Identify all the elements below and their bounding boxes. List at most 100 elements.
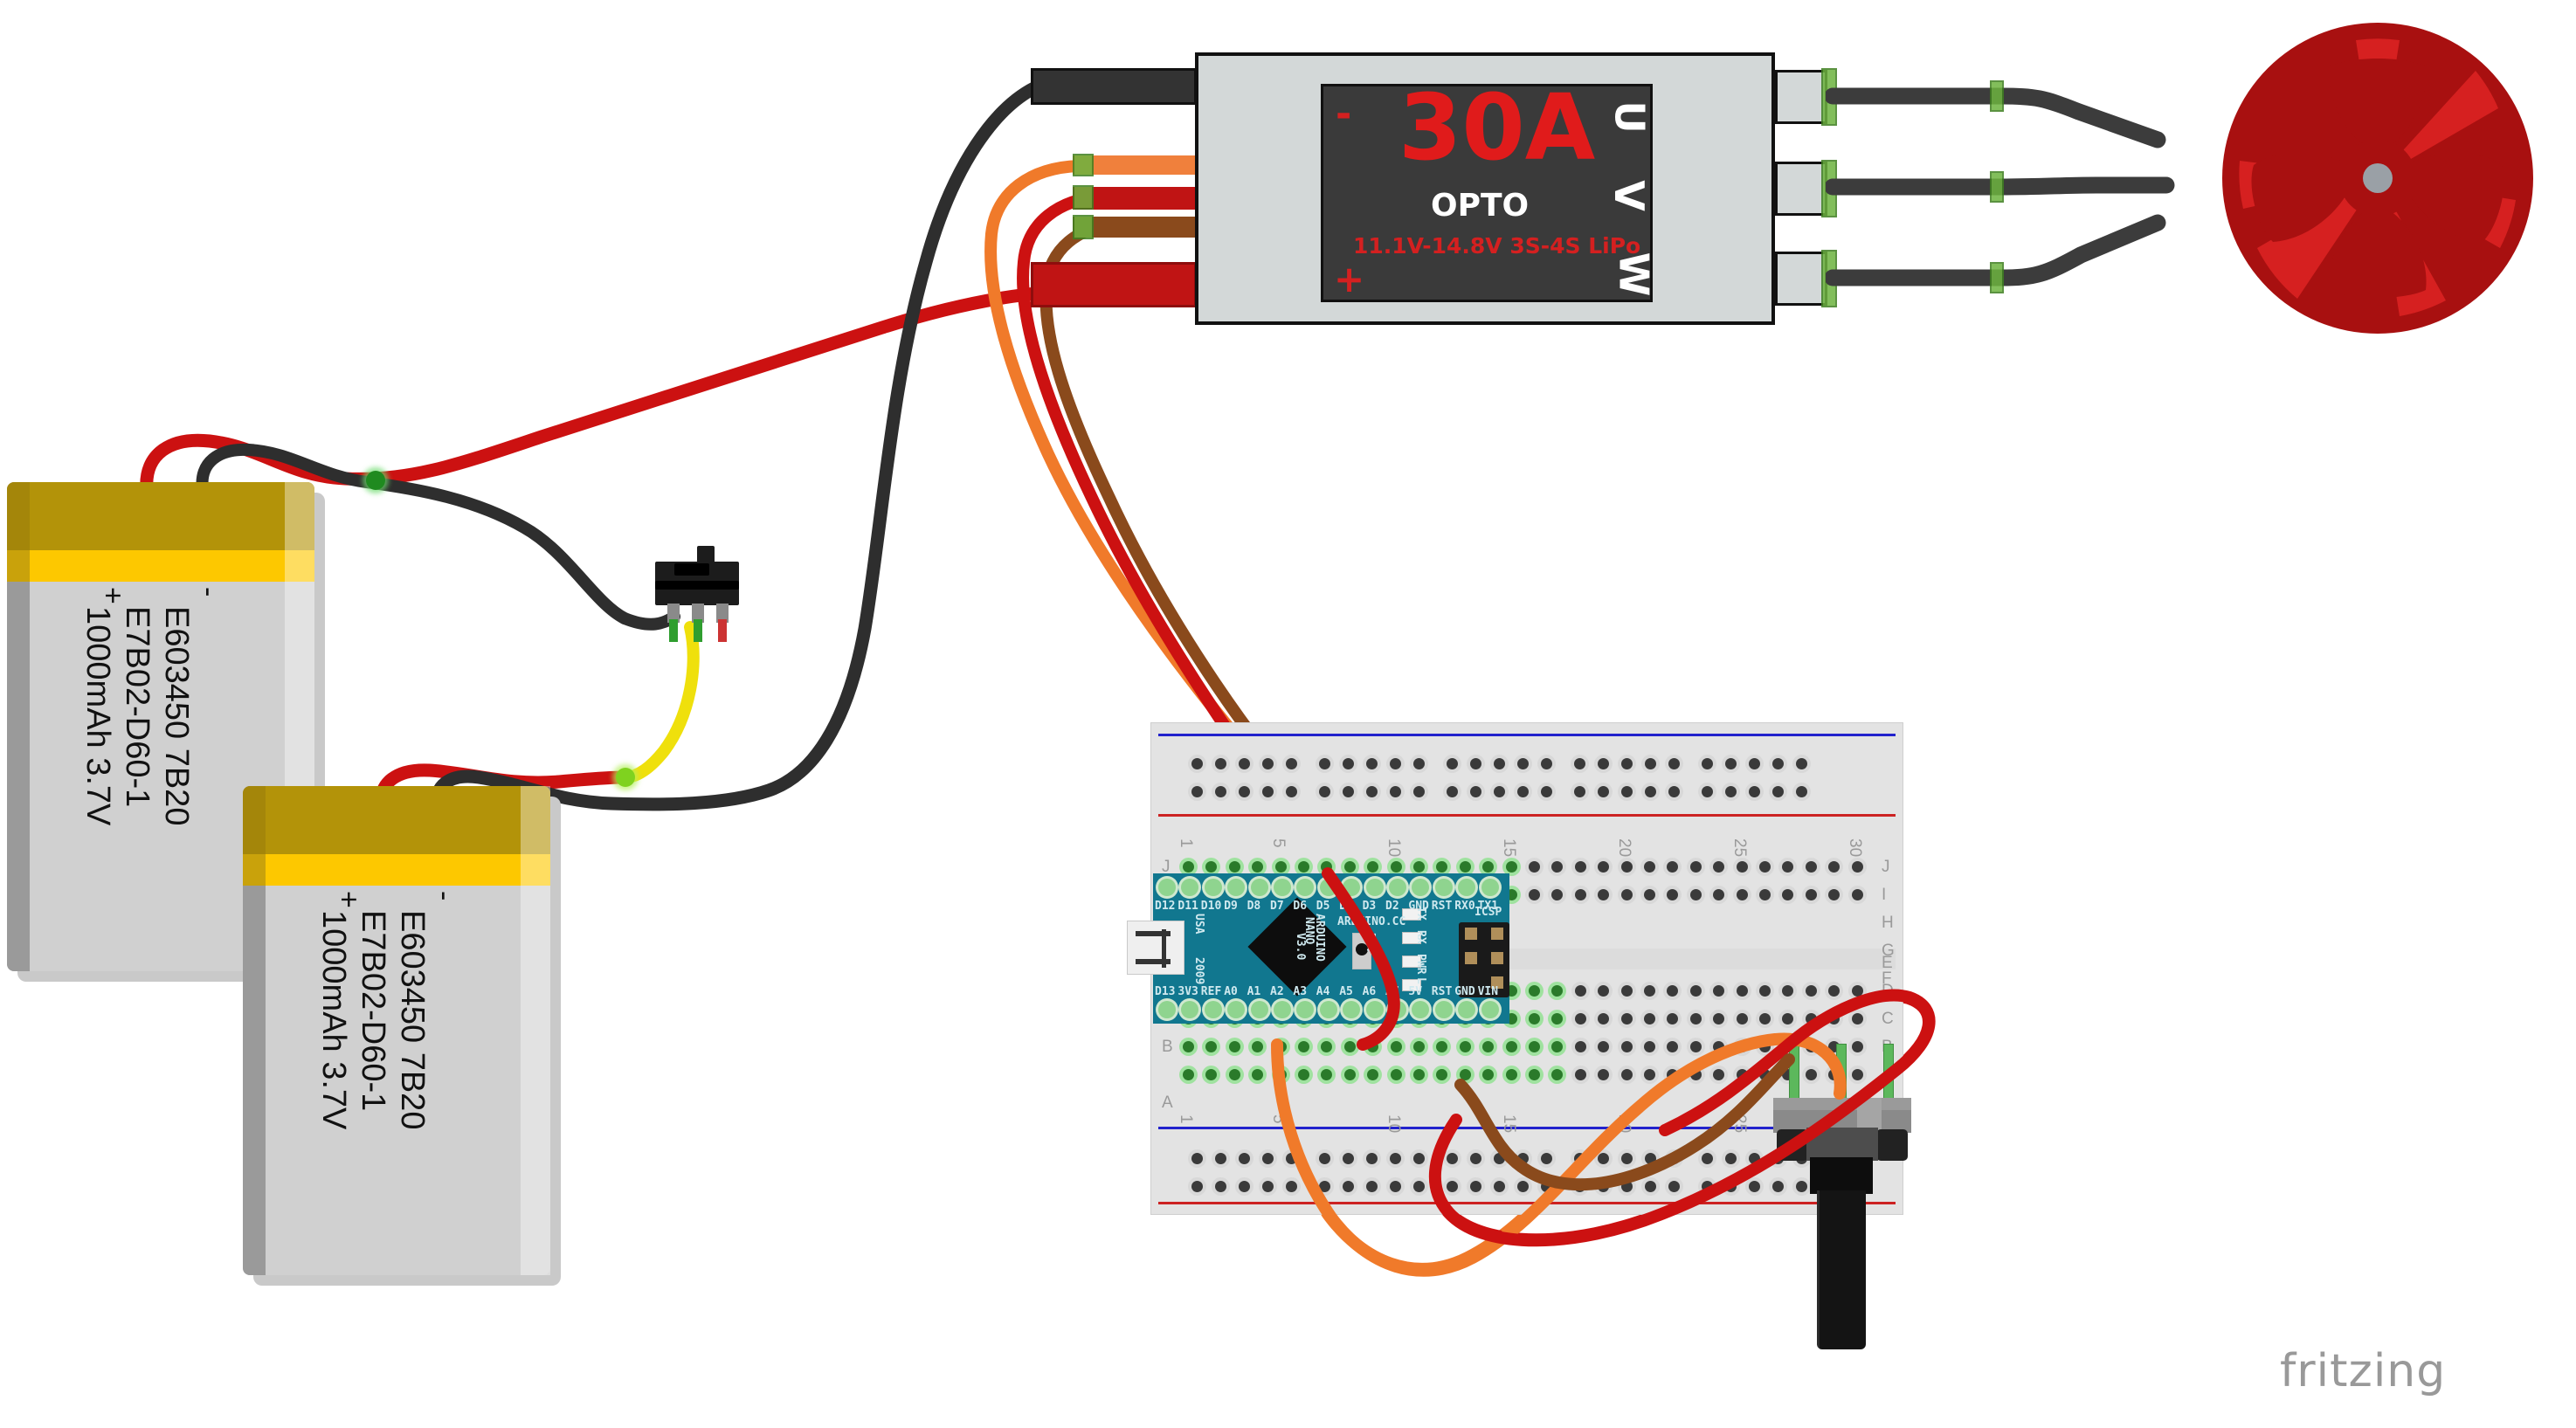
breadboard-hole-bottom[interactable] <box>1343 1041 1356 1052</box>
breadboard-hole-top[interactable] <box>1620 889 1633 900</box>
junction-battery2-positive[interactable] <box>616 768 635 787</box>
breadboard-rail-hole[interactable] <box>1319 758 1330 769</box>
breadboard-hole-top[interactable] <box>1713 889 1725 900</box>
breadboard-rail-hole[interactable] <box>1413 1153 1425 1164</box>
breadboard-hole-top[interactable] <box>1551 861 1564 873</box>
breadboard-hole-bottom[interactable] <box>1713 985 1725 997</box>
breadboard-hole-bottom[interactable] <box>1644 985 1655 997</box>
breadboard-rail-hole[interactable] <box>1494 786 1505 797</box>
breadboard-rail-hole[interactable] <box>1621 1153 1633 1164</box>
breadboard-rail-hole[interactable] <box>1239 758 1250 769</box>
breadboard-rail-hole[interactable] <box>1413 758 1425 769</box>
breadboard-hole-top[interactable] <box>1828 861 1840 873</box>
breadboard-rail-hole[interactable] <box>1239 1181 1250 1192</box>
breadboard-rail-hole[interactable] <box>1191 1153 1203 1164</box>
breadboard-hole-bottom[interactable] <box>1851 985 1863 997</box>
breadboard-hole-bottom[interactable] <box>1620 1069 1633 1080</box>
breadboard-rail-hole[interactable] <box>1262 786 1274 797</box>
breadboard-hole-bottom[interactable] <box>1828 985 1840 997</box>
breadboard-rail-hole[interactable] <box>1447 758 1458 769</box>
wire-pot-wiper-orange-front[interactable] <box>1271 1032 1847 1277</box>
breadboard-hole-bottom[interactable] <box>1505 1069 1517 1080</box>
breadboard-rail-hole[interactable] <box>1470 758 1481 769</box>
breadboard-hole-top[interactable] <box>1667 861 1679 873</box>
wire-battery-positive-to-esc[interactable] <box>140 281 1143 496</box>
breadboard-hole-bottom[interactable] <box>1459 1069 1471 1080</box>
breadboard-rail-hole[interactable] <box>1262 758 1274 769</box>
breadboard-rail-hole[interactable] <box>1702 758 1713 769</box>
breadboard-hole-bottom[interactable] <box>1598 1041 1610 1052</box>
switch-pin-1[interactable] <box>667 604 680 623</box>
breadboard-rail-hole[interactable] <box>1494 758 1505 769</box>
breadboard-hole-top[interactable] <box>1782 861 1794 873</box>
battery-1[interactable]: - + E603450 7B20 E7B02-D60-1 1000mAh 3.7… <box>7 482 325 982</box>
breadboard-rail-hole[interactable] <box>1215 758 1226 769</box>
breadboard-hole-bottom[interactable] <box>1183 1069 1194 1080</box>
nano-pin-d10[interactable] <box>1204 879 1222 896</box>
breadboard-hole-bottom[interactable] <box>1644 1041 1655 1052</box>
junction-battery-negative[interactable] <box>366 471 385 490</box>
breadboard-rail-hole[interactable] <box>1796 1181 1807 1192</box>
nano-pin-tx1[interactable] <box>1481 879 1499 896</box>
wire-pot-ground-brown-front[interactable] <box>1454 1053 1795 1191</box>
breadboard-rail-hole[interactable] <box>1598 786 1609 797</box>
breadboard-hole-top[interactable] <box>1482 861 1495 873</box>
breadboard-hole-top[interactable] <box>1759 889 1771 900</box>
breadboard-hole-bottom[interactable] <box>1851 1069 1863 1080</box>
breadboard-rail-hole[interactable] <box>1668 786 1680 797</box>
breadboard-rail-hole[interactable] <box>1390 786 1401 797</box>
breadboard-hole-bottom[interactable] <box>1851 1041 1863 1052</box>
wire-battery2-negative[interactable] <box>429 79 1046 815</box>
breadboard-hole-bottom[interactable] <box>1228 1041 1240 1052</box>
breadboard-rail-hole[interactable] <box>1343 758 1354 769</box>
nano-pin-a6[interactable] <box>1365 1001 1384 1018</box>
breadboard-rail-hole[interactable] <box>1598 758 1609 769</box>
breadboard-rail-hole[interactable] <box>1772 758 1784 769</box>
breadboard-hole-top[interactable] <box>1574 889 1586 900</box>
breadboard-rail-hole[interactable] <box>1390 1153 1401 1164</box>
breadboard-hole-bottom[interactable] <box>1574 1013 1586 1024</box>
breadboard-hole-bottom[interactable] <box>1436 1069 1448 1080</box>
breadboard-hole-top[interactable] <box>1851 861 1863 873</box>
breadboard-hole-bottom[interactable] <box>1736 985 1748 997</box>
breadboard-hole-top[interactable] <box>1228 861 1240 873</box>
breadboard-hole-top[interactable] <box>1782 889 1794 900</box>
breadboard-hole-bottom[interactable] <box>1689 985 1702 997</box>
breadboard-hole-top[interactable] <box>1205 861 1218 873</box>
breadboard-hole-bottom[interactable] <box>1252 1041 1264 1052</box>
breadboard-hole-bottom[interactable] <box>1252 1069 1264 1080</box>
breadboard-hole-bottom[interactable] <box>1644 1069 1655 1080</box>
breadboard-hole-bottom[interactable] <box>1343 1069 1356 1080</box>
breadboard-hole-top[interactable] <box>1736 889 1748 900</box>
breadboard-hole-bottom[interactable] <box>1413 1069 1425 1080</box>
breadboard-hole-top[interactable] <box>1413 861 1425 873</box>
nano-pin-vin[interactable] <box>1481 1001 1499 1018</box>
breadboard-rail-hole[interactable] <box>1517 786 1529 797</box>
breadboard-rail-hole[interactable] <box>1574 758 1585 769</box>
breadboard-rail-hole[interactable] <box>1262 1153 1274 1164</box>
breadboard-rail-hole[interactable] <box>1319 786 1330 797</box>
nano-pin-rst[interactable] <box>1434 879 1453 896</box>
breadboard-hole-top[interactable] <box>1851 889 1863 900</box>
breadboard-rail-hole[interactable] <box>1645 786 1656 797</box>
breadboard-rail-hole[interactable] <box>1574 786 1585 797</box>
brushless-motor[interactable] <box>2220 21 2535 335</box>
breadboard-hole-bottom[interactable] <box>1667 1041 1679 1052</box>
breadboard-hole-bottom[interactable] <box>1620 1013 1633 1024</box>
breadboard-hole-top[interactable] <box>1505 861 1517 873</box>
breadboard-hole-bottom[interactable] <box>1298 1041 1309 1052</box>
breadboard-rail-hole[interactable] <box>1447 1153 1458 1164</box>
breadboard-hole-bottom[interactable] <box>1689 1013 1702 1024</box>
breadboard-hole-top[interactable] <box>1805 861 1817 873</box>
esc-signal-pin[interactable] <box>1073 154 1094 176</box>
nano-pin-gnd[interactable] <box>1412 879 1430 896</box>
switch-pin-2[interactable] <box>692 604 704 623</box>
nano-pin-rx0[interactable] <box>1458 879 1476 896</box>
breadboard-rail-hole[interactable] <box>1470 1153 1481 1164</box>
wire-switch-yellow[interactable] <box>618 621 700 783</box>
breadboard-rail-hole[interactable] <box>1725 1153 1737 1164</box>
breadboard-rail-hole[interactable] <box>1749 786 1760 797</box>
breadboard-hole-bottom[interactable] <box>1321 1069 1333 1080</box>
breadboard-hole-bottom[interactable] <box>1529 1013 1540 1024</box>
breadboard-hole-bottom[interactable] <box>1805 985 1817 997</box>
